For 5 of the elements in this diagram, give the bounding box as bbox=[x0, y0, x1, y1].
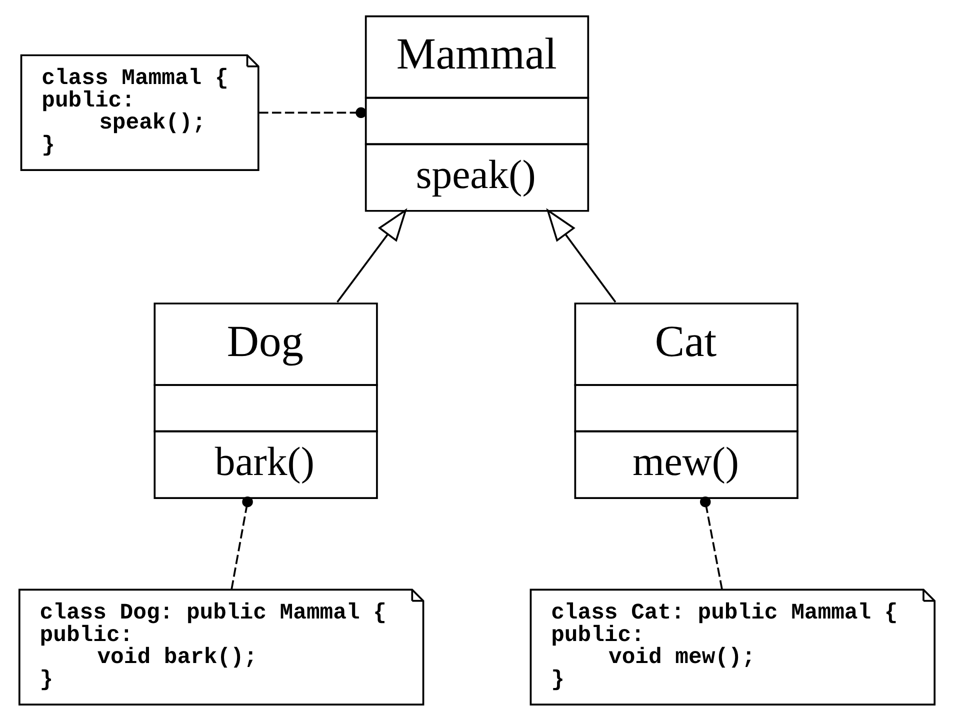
arrow bbox=[546, 208, 616, 303]
connector bbox=[230, 496, 253, 590]
connector bbox=[700, 496, 723, 590]
arrow bbox=[336, 208, 408, 303]
connector bbox=[259, 107, 366, 118]
